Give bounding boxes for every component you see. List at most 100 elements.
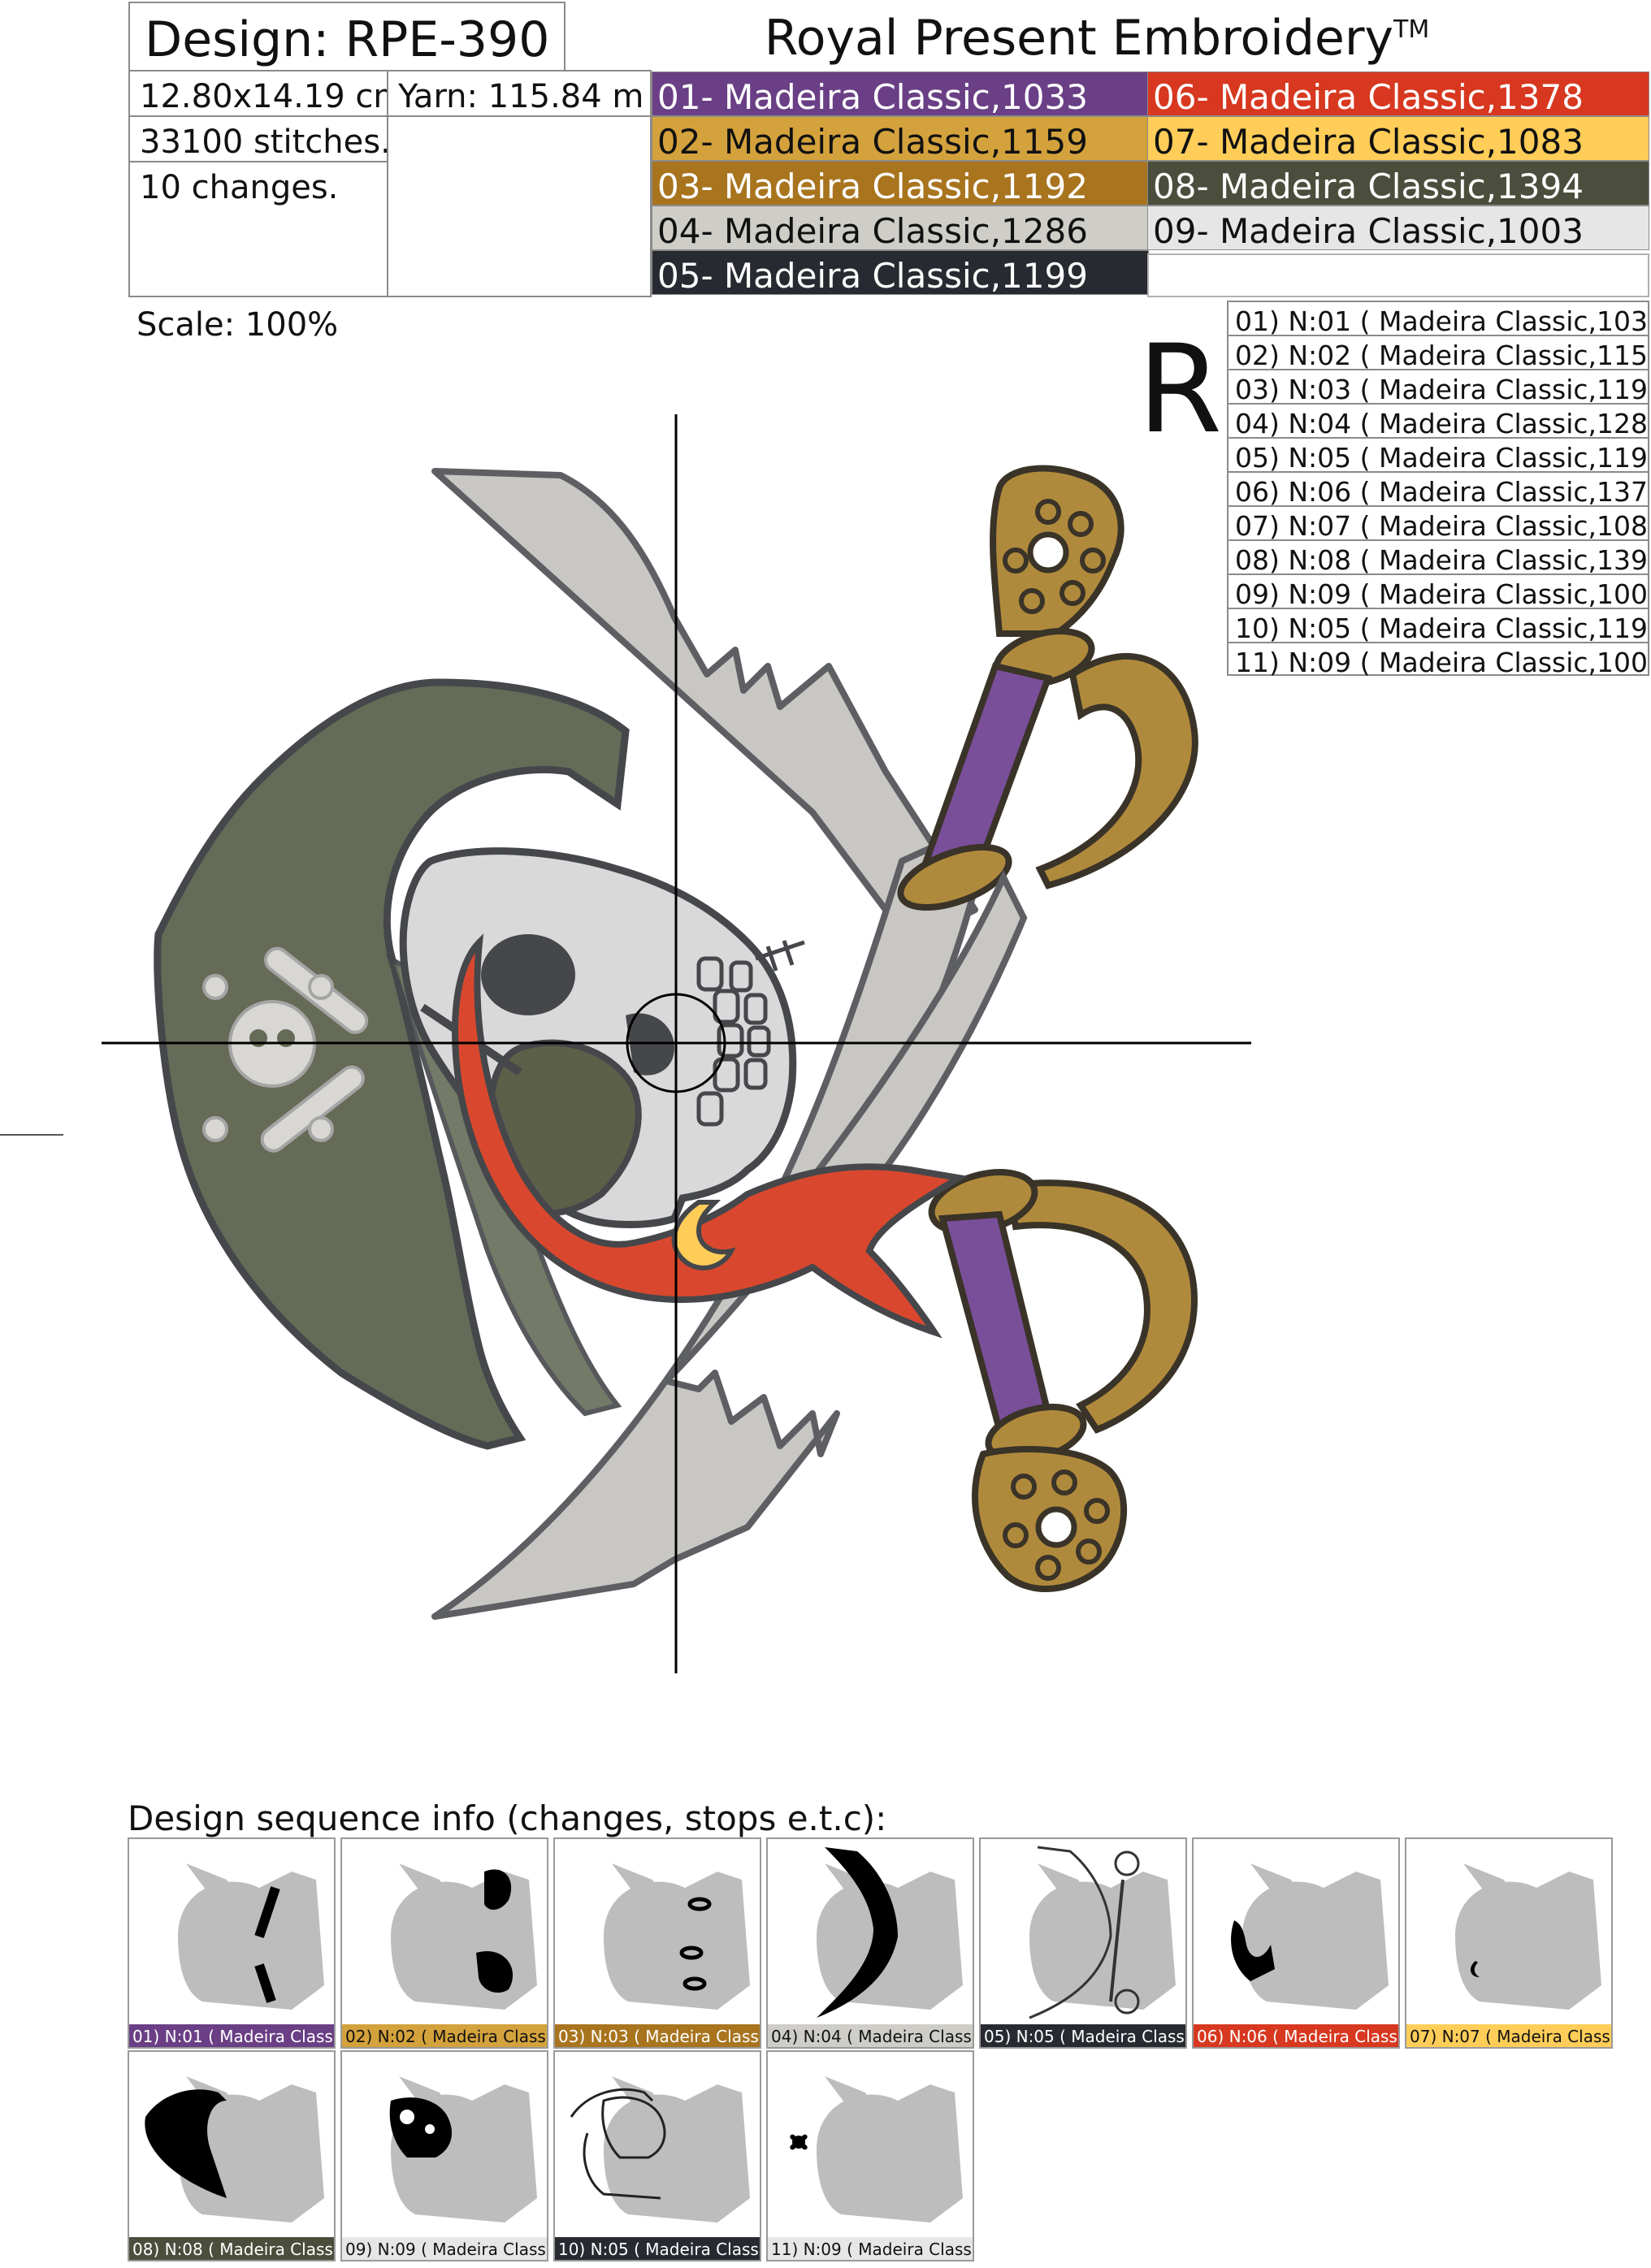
size-cell: 12.80x14.19 cm bbox=[128, 70, 388, 117]
thumbnail-preview bbox=[570, 2076, 750, 2223]
thumbnail-label: 06) N:06 ( Madeira Classic,1378) bbox=[1194, 2024, 1398, 2047]
sequence-row: 06) N:06 ( Madeira Classic,1378) bbox=[1228, 473, 1648, 507]
thumbnail-label: 11) N:09 ( Madeira Classic,1003) bbox=[768, 2237, 973, 2260]
sword-hilt bbox=[897, 465, 1198, 1592]
sequence-row: 07) N:07 ( Madeira Classic,1083) bbox=[1228, 507, 1648, 541]
sequence-thumbnail: 10) N:05 ( Madeira Classic,1199) bbox=[553, 2050, 761, 2262]
sequence-thumbnail: 05) N:05 ( Madeira Classic,1199) bbox=[979, 1837, 1187, 2049]
trademark-mark: TM bbox=[1393, 15, 1430, 44]
blade-upper bbox=[431, 468, 978, 946]
thumbnail-preview bbox=[389, 2076, 537, 2223]
side-tick-mark bbox=[0, 1134, 63, 1136]
thread-swatch: 01- Madeira Classic,1033 bbox=[652, 71, 1149, 116]
lower-ring bbox=[985, 1404, 1087, 1464]
sequence-thumbnail: 06) N:06 ( Madeira Classic,1378) bbox=[1192, 1837, 1400, 2049]
sword-back bbox=[431, 468, 994, 1620]
sequence-row: 02) N:02 ( Madeira Classic,1159) bbox=[1228, 336, 1648, 370]
upper-pommel bbox=[990, 465, 1124, 637]
skull-eye bbox=[481, 934, 575, 1015]
lower-handle bbox=[938, 1210, 1052, 1435]
thread-blank-cell bbox=[1147, 253, 1649, 297]
hat bbox=[154, 678, 630, 1450]
thumbnail-preview bbox=[817, 1847, 963, 2018]
earring bbox=[671, 1200, 736, 1270]
thumbnail-label: 10) N:05 ( Madeira Classic,1199) bbox=[555, 2237, 760, 2260]
thumbnail-label: 09) N:09 ( Madeira Classic,1003) bbox=[342, 2237, 547, 2260]
size-value: 12.80x14.19 cm bbox=[140, 78, 388, 115]
sequence-list: 01) N:01 ( Madeira Classic,1033)02) N:02… bbox=[1227, 301, 1649, 677]
skull-stitches bbox=[569, 1063, 626, 1082]
sequence-row: 08) N:08 ( Madeira Classic,1394) bbox=[1228, 541, 1648, 575]
sequence-row: 10) N:05 ( Madeira Classic,1199) bbox=[1228, 609, 1648, 643]
thread-swatch: 08- Madeira Classic,1394 bbox=[1147, 161, 1649, 206]
upper-guard bbox=[1035, 652, 1198, 889]
thumbnail-preview bbox=[391, 1863, 537, 2010]
sequence-row: 09) N:09 ( Madeira Classic,1003) bbox=[1228, 575, 1648, 609]
thread-swatch: 06- Madeira Classic,1378 bbox=[1147, 71, 1649, 116]
stitches-cell: 33100 stitches. bbox=[128, 115, 388, 162]
blade-cross bbox=[808, 869, 1028, 1215]
sequence-thumbnail: 11) N:09 ( Madeira Classic,1003) bbox=[766, 2050, 974, 2262]
thread-swatch: 09- Madeira Classic,1003 bbox=[1147, 206, 1649, 250]
upper-ring bbox=[993, 628, 1095, 688]
thumbnail-label: 05) N:05 ( Madeira Classic,1199) bbox=[981, 2024, 1185, 2047]
sequence-row: 11) N:09 ( Madeira Classic,1003) bbox=[1235, 647, 1648, 677]
hat-emblem bbox=[202, 946, 369, 1153]
lower-pommel-rivets bbox=[1003, 1469, 1110, 1581]
info-blank-cell bbox=[387, 115, 652, 297]
changes-cell: 10 changes. bbox=[128, 161, 388, 297]
blade-lower bbox=[431, 817, 994, 1620]
sequence-row: 01) N:01 ( Madeira Classic,1033) bbox=[1228, 302, 1648, 336]
lower-collar bbox=[928, 1169, 1038, 1236]
lower-pommel bbox=[972, 1446, 1128, 1592]
thread-swatch: 02- Madeira Classic,1159 bbox=[652, 116, 1149, 161]
thread-swatch: 05- Madeira Classic,1199 bbox=[652, 250, 1149, 295]
brand-name: Royal Present Embroidery bbox=[764, 10, 1394, 67]
skull bbox=[399, 847, 797, 1228]
skull-nose bbox=[626, 1013, 674, 1076]
stitches-value: 33100 stitches. bbox=[140, 123, 388, 161]
thumbnail-label: 08) N:08 ( Madeira Classic,1394) bbox=[129, 2237, 334, 2260]
sequence-thumbnail: 08) N:08 ( Madeira Classic,1394) bbox=[128, 2050, 336, 2262]
thumbnail-preview bbox=[1231, 1863, 1389, 2010]
thumbnail-preview bbox=[178, 1863, 324, 2010]
yarn-cell: Yarn: 115.84 m bbox=[387, 70, 652, 117]
thumbnail-preview bbox=[604, 1863, 750, 2010]
thread-swatch: 07- Madeira Classic,1083 bbox=[1147, 116, 1649, 161]
brand-title: Royal Present EmbroideryTM bbox=[569, 10, 1625, 67]
thread-swatch: 04- Madeira Classic,1286 bbox=[652, 206, 1149, 250]
sequence-row: 03) N:03 ( Madeira Classic,1192) bbox=[1228, 370, 1648, 405]
design-title: Design: RPE-390 bbox=[128, 2, 566, 71]
eye-patch bbox=[487, 1039, 642, 1217]
sequence-row: 04) N:04 ( Madeira Classic,1286) bbox=[1228, 405, 1648, 439]
thumbnail-label: 03) N:03 ( Madeira Classic,1192) bbox=[555, 2024, 760, 2047]
sequence-thumbnail: 04) N:04 ( Madeira Classic,1286) bbox=[766, 1837, 974, 2049]
sequence-title: Design sequence info (changes, stops e.t… bbox=[128, 1798, 887, 1838]
sequence-thumbnail: 07) N:07 ( Madeira Classic,1083) bbox=[1405, 1837, 1613, 2049]
thumbnail-label: 07) N:07 ( Madeira Classic,1083) bbox=[1406, 2024, 1611, 2047]
skull-teeth bbox=[696, 956, 771, 1127]
bandana bbox=[451, 933, 968, 1339]
thumbnail-preview bbox=[1455, 1863, 1601, 2010]
lower-pommel-hole bbox=[1035, 1506, 1077, 1548]
thumbnail-preview bbox=[790, 2076, 963, 2223]
sequence-thumbnail: 09) N:09 ( Madeira Classic,1003) bbox=[340, 2050, 548, 2262]
thumbnail-preview bbox=[145, 2076, 324, 2223]
center-crosshair bbox=[102, 414, 1251, 1673]
thumbnail-preview bbox=[1029, 1846, 1176, 2019]
hat-brim bbox=[385, 953, 622, 1417]
design-title-text: Design: RPE-390 bbox=[145, 11, 550, 68]
scale-label: Scale: 100% bbox=[136, 306, 339, 344]
thumbnail-label: 02) N:02 ( Madeira Classic,1159) bbox=[342, 2024, 547, 2047]
upper-collar bbox=[897, 844, 1012, 911]
patch-strap bbox=[420, 1003, 522, 1076]
rotate-letter: R bbox=[1138, 319, 1223, 461]
upper-handle bbox=[921, 662, 1053, 882]
sequence-row: 05) N:05 ( Madeira Classic,1199) bbox=[1228, 439, 1648, 473]
thumbnail-label: 01) N:01 ( Madeira Classic,1033) bbox=[129, 2024, 334, 2047]
pommel-hole bbox=[1027, 531, 1069, 573]
lower-guard bbox=[1003, 1179, 1198, 1434]
sequence-thumbnail: 01) N:01 ( Madeira Classic,1033) bbox=[128, 1837, 336, 2049]
changes-value: 10 changes. bbox=[140, 169, 339, 206]
skull-scar bbox=[755, 940, 805, 972]
